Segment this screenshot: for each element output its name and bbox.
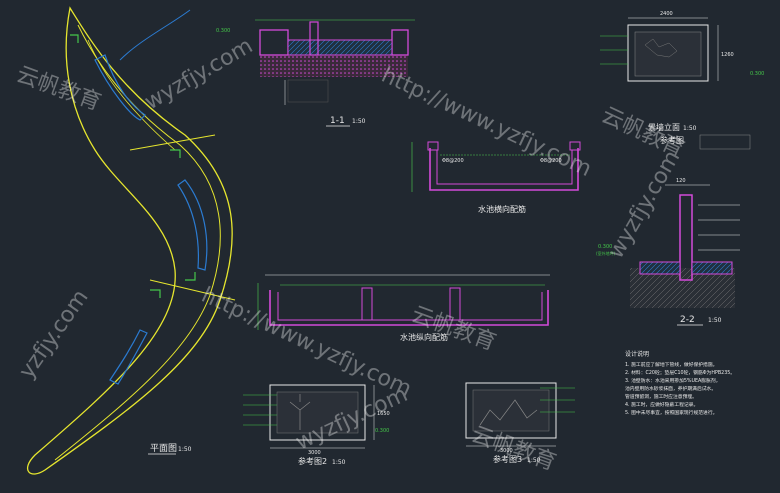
plan-section-line-a (129, 134, 216, 151)
ref3-title: 参考图3 (493, 454, 522, 464)
ref3-scale: 1:50 (527, 457, 541, 464)
watermark-2: 云帆教育 (13, 62, 104, 116)
long-section-outline (269, 290, 549, 326)
cross-wall-left (427, 141, 439, 151)
s22-pool-right (691, 261, 733, 275)
long-section-inner (277, 292, 543, 321)
plan-water-channel-1 (94, 54, 146, 121)
reference-figure-3: 3000 参考图3 1:50 (465, 382, 575, 464)
wall-ref-figure: 参考图 (660, 135, 684, 145)
s11-foundation (260, 55, 408, 77)
notes-line-1: 1. 施工前应了解地下管线，做好保护措施。 (625, 361, 717, 368)
notes-line-5: 管道预留洞，施工时应注意预埋。 (625, 393, 697, 400)
wall-width-dim: 2400 (660, 11, 673, 17)
pool-cross-section: Φ8@200 Φ8@200 水池横向配筋 (411, 141, 581, 214)
ref3-pattern (479, 399, 538, 426)
plan-water-channel-3 (109, 329, 148, 385)
s11-scale: 1:50 (352, 118, 366, 125)
wall-height-dim: 1260 (721, 52, 734, 58)
plan-inner-outline (54, 24, 221, 461)
watermark-1: wyzfjy.com (141, 33, 258, 115)
plan-marker-4 (185, 272, 196, 281)
cross-section-outline (429, 148, 579, 191)
ref3-width-dim: 3000 (500, 448, 513, 454)
watermark-8: yzfjy.com (14, 285, 93, 383)
s11-elev-mark: 0.300 (216, 28, 230, 34)
design-notes: 设计说明 1. 施工前应了解地下管线，做好保护措施。 2. 材料：C20砼；垫层… (625, 350, 735, 416)
watermark-6: http://www.yzfjy.com (197, 283, 415, 402)
pool-long-section: 水池纵向配筋 (257, 274, 550, 342)
cross-section-inner (436, 150, 573, 185)
plan-section-line-b (149, 279, 236, 301)
wall-elev-mark: 0.300 (750, 71, 764, 77)
s22-scale: 1:50 (708, 317, 722, 324)
plan-water-channel-2 (177, 179, 208, 271)
ref2-height-dim: 1650 (377, 411, 390, 417)
wall-elevation-panel (634, 31, 702, 77)
wall-elevation-frame (627, 24, 709, 82)
s11-pool (287, 39, 393, 56)
plan-marker-1 (70, 34, 79, 43)
long-pier-2 (449, 287, 461, 321)
cross-rebar-label-2: Φ8@200 (540, 158, 562, 164)
watermark-5: 云帆教育 (597, 103, 687, 163)
watermark-4: wyzfjy.com (604, 146, 686, 263)
ref3-frame (465, 382, 557, 439)
ref2-width-dim: 3000 (308, 450, 321, 456)
s11-wall (309, 21, 319, 56)
ref2-title: 参考图2 (298, 456, 327, 466)
long-section-title: 水池纵向配筋 (400, 332, 448, 342)
plan-path-edge (87, 39, 176, 151)
s22-elev-sub: (室外地坪) (596, 250, 616, 256)
plan-scale: 1:50 (178, 446, 192, 453)
s22-top-dim-text: 120 (676, 178, 686, 184)
plan-blue-arc (119, 9, 191, 61)
s22-pool (639, 261, 681, 275)
reference-figure-2: 3000 1650 参考图2 1:50 0.300 (243, 384, 390, 466)
cross-section-title: 水池横向配筋 (478, 204, 526, 214)
watermark-7: 云帆教育 (408, 302, 499, 356)
notes-line-3: 3. 池壁防水：水池采用掺加5%UEA膨胀剂， (625, 377, 721, 384)
s22-title: 2-2 (680, 315, 695, 325)
wall-elevation: 2400 1260 景墙立面 1:50 参考图 0.300 (600, 11, 764, 150)
s22-wall (679, 194, 693, 281)
s11-title: 1-1 (330, 116, 345, 126)
plan-marker-2 (170, 149, 181, 158)
s11-base-left (259, 29, 289, 56)
wall-note-box (699, 134, 751, 150)
long-pier-1 (361, 287, 373, 321)
notes-line-2: 2. 材料：C20砼；垫层C10砼，钢筋Φ为HPB235。 (625, 369, 735, 376)
s22-elev-mark: 0.300 (598, 244, 612, 250)
wall-elevation-texture (644, 38, 678, 58)
wall-elevation-scale: 1:50 (683, 125, 697, 132)
watermark-3: http://www.yzfjy.com (377, 63, 595, 182)
notes-line-6: 4. 施工时，应做好隐蔽工程记录。 (625, 401, 698, 408)
ref2-frame (269, 384, 366, 441)
plan-view: 平面图 1:50 (26, 6, 236, 475)
plan-title: 平面图 (150, 443, 177, 454)
s11-base-right (391, 29, 409, 56)
ref2-scale: 1:50 (332, 459, 346, 466)
cross-rebar-label: Φ8@200 (442, 158, 464, 164)
notes-heading: 设计说明 (625, 350, 649, 358)
plan-outer-outline (26, 6, 233, 475)
ref2-elev-mark: 0.300 (375, 428, 389, 434)
section-2-2: 120 0.300 (室外地坪) 2-2 1:50 (596, 178, 740, 326)
plan-marker-3 (150, 289, 161, 298)
section-1-1: 1-1 1:50 0.300 (216, 19, 415, 127)
notes-line-7: 5. 图中未尽事宜，按照国家现行规范进行。 (625, 409, 717, 416)
s11-layer-note-box (287, 79, 329, 103)
s22-ground (630, 268, 735, 308)
ref2-panel (276, 391, 359, 434)
notes-line-4: 池内壁用防水砂浆抹面，养护期满后试水。 (625, 385, 716, 392)
cross-wall-right (569, 141, 581, 151)
ref2-tree-sketch (289, 394, 311, 430)
watermarks: wyzfjy.com 云帆教育 http://www.yzfjy.com wyz… (13, 33, 688, 475)
wall-elevation-title: 景墙立面 (648, 122, 680, 132)
